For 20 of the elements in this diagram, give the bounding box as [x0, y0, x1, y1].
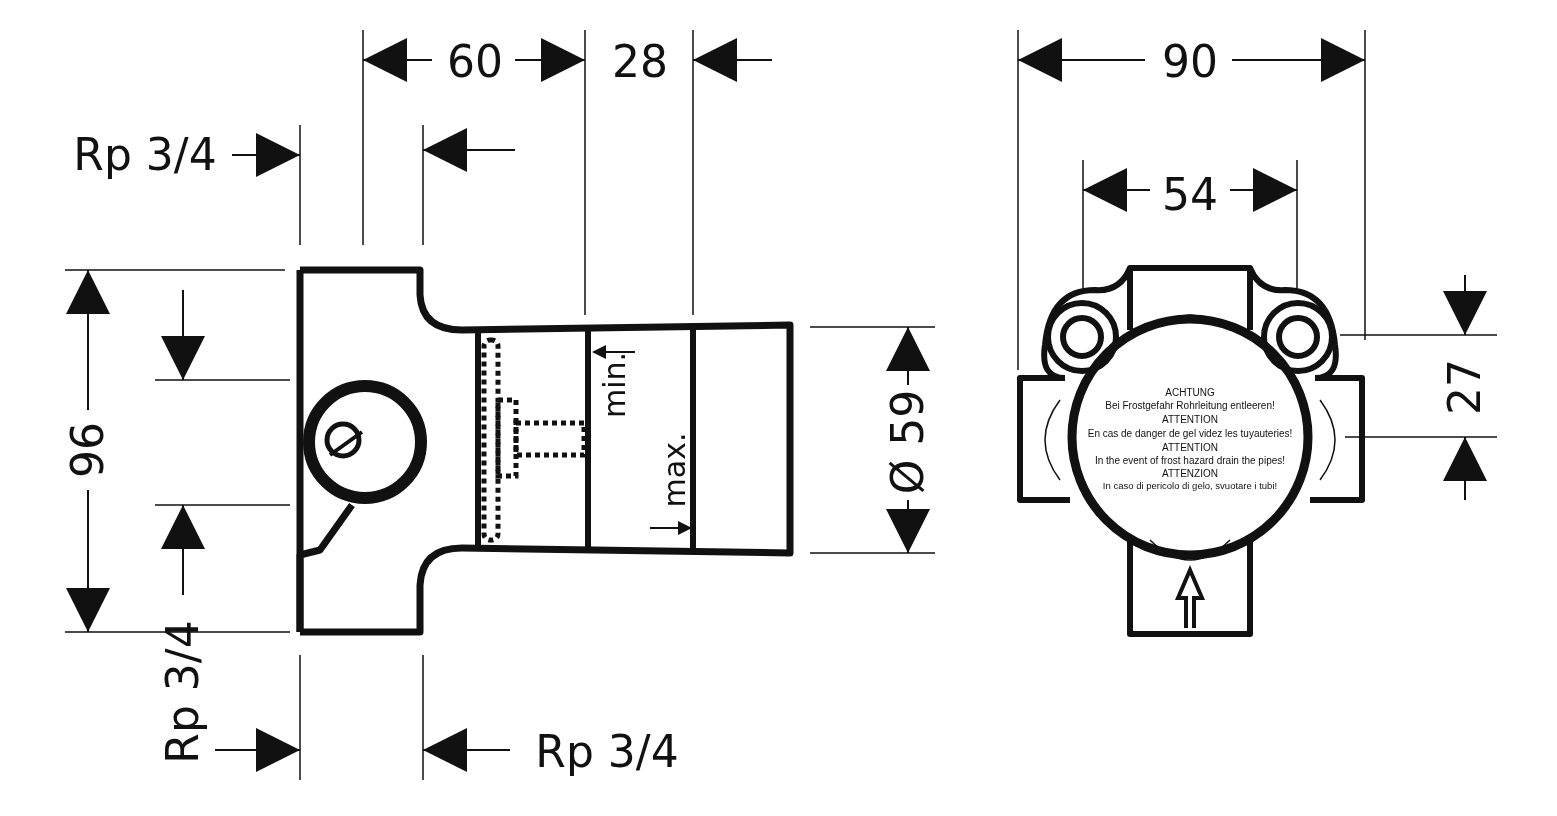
dimension-label: Ø 59 [886, 389, 930, 495]
limit-label: min. [600, 351, 630, 419]
warning-text: ATTENTION [1162, 415, 1218, 425]
warning-text: In caso di pericolo di gelo, svuotare i tubi! [1102, 481, 1278, 491]
warning-text: ATTENTION [1162, 443, 1218, 453]
warning-text: ATTENZION [1162, 469, 1218, 479]
warning-text: En cas de danger de gel videz les tuyauteries! [1087, 429, 1293, 439]
warning-text: Bei Frostgefahr Rohrleitung entleeren! [1105, 401, 1275, 411]
warning-text: ACHTUNG [1165, 388, 1215, 398]
dimension-label: 54 [1162, 173, 1218, 217]
warning-text: In the event of frost hazard drain the pipes! [1094, 456, 1286, 466]
dimension-label: 90 [1162, 40, 1218, 84]
dimension-label: Rp 3/4 [73, 133, 217, 177]
dimension-label: 27 [1443, 359, 1487, 415]
dimension-label: 96 [66, 422, 110, 478]
dimension-label: 60 [447, 40, 503, 84]
dimension-label: Rp 3/4 [535, 730, 679, 774]
limit-label: max. [660, 432, 690, 508]
dimension-label: Rp 3/4 [161, 620, 205, 764]
dimension-label: 28 [612, 40, 668, 84]
